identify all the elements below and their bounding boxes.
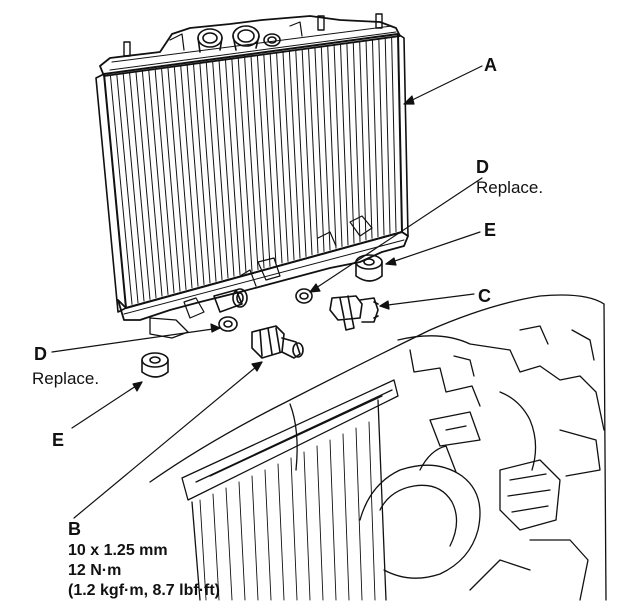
fin-line xyxy=(199,62,217,282)
cap-fitting xyxy=(263,33,281,47)
fin-line xyxy=(122,72,145,302)
filler-neck xyxy=(232,25,260,51)
fin-line xyxy=(224,58,241,276)
fin-line xyxy=(320,45,331,251)
fin-line xyxy=(109,74,133,305)
label-e-right: E xyxy=(484,220,497,240)
fin-line xyxy=(276,52,289,262)
fin-line xyxy=(384,37,391,234)
fin-line xyxy=(135,71,157,299)
fin-line xyxy=(359,40,367,241)
spec-thread: 10 x 1.25 mm xyxy=(68,542,168,559)
fin-line xyxy=(161,67,181,292)
fin-line xyxy=(371,38,379,238)
fin-line xyxy=(269,52,283,264)
fin-line xyxy=(327,45,337,249)
lower-tank xyxy=(117,231,409,321)
fin-line xyxy=(346,42,355,244)
radiator-assembly xyxy=(95,13,409,339)
fin-line xyxy=(333,44,343,248)
radiator-support xyxy=(181,379,399,501)
grid-line xyxy=(303,451,311,601)
label-c: C xyxy=(478,286,491,306)
mount-post xyxy=(375,13,383,29)
drain-plug-c xyxy=(329,295,379,331)
washer-d-lower xyxy=(218,316,238,332)
upper-tank xyxy=(99,15,401,77)
fin-line xyxy=(154,68,175,294)
fin-line xyxy=(378,38,385,236)
fin-line xyxy=(192,63,211,284)
fin-line xyxy=(288,50,301,259)
mount-post xyxy=(317,15,325,31)
fin-line xyxy=(218,59,235,277)
grid-line xyxy=(238,481,246,601)
grid-line xyxy=(316,445,324,601)
fin-line xyxy=(352,41,361,243)
fin-line xyxy=(250,55,265,269)
fin-line xyxy=(301,48,313,256)
fin-line xyxy=(205,61,223,281)
condenser-grid xyxy=(199,421,376,601)
fin-line xyxy=(263,53,277,266)
fin-line xyxy=(256,54,271,267)
grid-line xyxy=(225,487,233,601)
fin-line xyxy=(173,65,193,289)
washer-d-upper xyxy=(295,288,313,304)
label-d-lower: D xyxy=(34,344,47,364)
fin-line xyxy=(308,47,319,254)
fin-line xyxy=(391,36,397,233)
radiator-fins xyxy=(109,36,397,305)
fin-line xyxy=(141,70,163,297)
fin-line xyxy=(244,56,259,271)
fin-line xyxy=(365,39,373,239)
fin-line xyxy=(231,58,247,274)
engine-bay xyxy=(149,294,607,601)
grid-line xyxy=(342,433,350,601)
label-e-left: E xyxy=(52,430,65,450)
grid-line xyxy=(199,499,207,601)
grid-line xyxy=(251,475,259,601)
label-d-upper: D xyxy=(476,157,489,177)
fin-line xyxy=(148,69,169,295)
fin-line xyxy=(339,43,349,246)
fin-line xyxy=(186,64,205,286)
fin-line xyxy=(129,72,151,300)
cushion-e-left xyxy=(141,352,169,378)
sensor-bolt-b xyxy=(251,325,304,359)
fin-line xyxy=(282,51,295,261)
mount-post xyxy=(123,41,131,57)
label-d-lower-note: Replace. xyxy=(32,369,100,388)
spec-torque-nm: 12 N·m xyxy=(68,562,122,579)
label-a: A xyxy=(484,55,497,75)
grid-line xyxy=(277,463,285,601)
grid-line xyxy=(212,493,220,601)
fin-line xyxy=(295,49,307,257)
fin-line xyxy=(167,66,187,290)
grid-line xyxy=(355,427,363,601)
fin-line xyxy=(116,73,139,304)
fin-line xyxy=(237,57,253,272)
spec-torque-alt: (1.2 kgf·m, 8.7 lbf·ft) xyxy=(68,582,221,599)
label-b: B xyxy=(68,519,81,539)
lower-hose-neck xyxy=(213,288,248,313)
grid-line xyxy=(329,439,337,601)
fin-line xyxy=(180,65,199,287)
upper-hose-neck xyxy=(197,28,223,53)
grid-line xyxy=(368,421,376,601)
grid-line xyxy=(290,457,298,601)
grid-line xyxy=(264,469,272,601)
fin-line xyxy=(212,60,229,279)
leader-lines xyxy=(51,65,483,519)
fin-line xyxy=(314,46,325,252)
label-d-upper-note: Replace. xyxy=(476,178,544,197)
